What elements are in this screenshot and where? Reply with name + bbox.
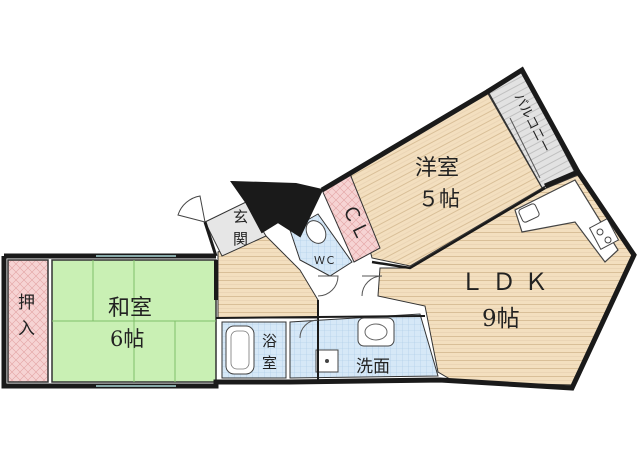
washbasin-icon — [357, 317, 395, 347]
western-room: 洋室 ５帖 — [349, 91, 543, 267]
entrance-label-top: 玄 — [233, 208, 248, 226]
entrance: 玄 関 — [177, 195, 267, 257]
ldk: ＬＤＫ 9帖 — [377, 174, 633, 386]
stove-icon — [588, 218, 620, 250]
washroom: 洗面 — [289, 313, 439, 379]
oshiire-label-top: 押 — [18, 293, 35, 313]
western-room-size: ５帖 — [418, 187, 460, 211]
washing-machine-icon — [315, 349, 339, 373]
bathtub-icon — [225, 325, 255, 375]
western-room-name: 洋室 — [415, 156, 459, 181]
interior-doors — [96, 255, 383, 387]
toilet-icon — [305, 220, 327, 244]
ldk-size: 9帖 — [482, 306, 520, 332]
entrance-label-bottom: 関 — [233, 230, 248, 248]
bathroom-label-top: 浴 — [262, 332, 277, 350]
japanese-room-name: 和室 — [108, 296, 152, 321]
washroom-label: 洗面 — [356, 357, 390, 377]
toilet-label: ＷＣ — [314, 254, 336, 267]
oshiire: 押 入 — [7, 259, 49, 383]
japanese-room-size: 6帖 — [110, 327, 144, 351]
bathroom-label-bottom: 室 — [262, 354, 277, 372]
sink-icon — [518, 203, 540, 223]
toilet: ＷＣ — [289, 213, 353, 277]
bathroom: 浴 室 — [221, 321, 287, 379]
japanese-room: 和室 6帖 — [51, 259, 217, 383]
ldk-name: ＬＤＫ — [460, 268, 556, 296]
oshiire-label-bottom: 入 — [18, 319, 35, 339]
